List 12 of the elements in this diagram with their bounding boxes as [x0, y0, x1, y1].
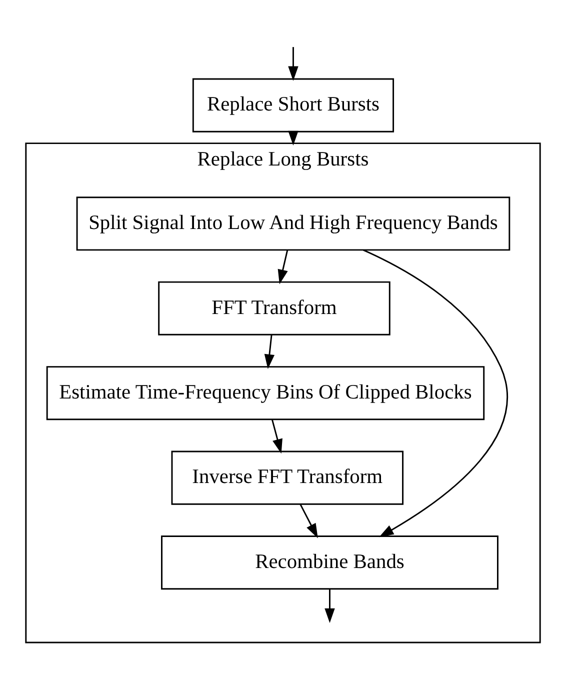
arrow	[300, 504, 318, 538]
arrow	[271, 419, 282, 454]
node-box: Estimate Time-Frequency Bins Of Clipped Blocks	[46, 366, 485, 420]
node-box: Recombine Bands	[161, 536, 498, 590]
arrow	[264, 334, 275, 369]
node-box: Inverse FFT Transform	[171, 450, 404, 505]
arrow	[278, 250, 288, 284]
arrow	[363, 249, 508, 538]
arrow	[324, 589, 335, 623]
node-box: FFT Transform	[158, 281, 390, 336]
arrow	[288, 47, 298, 81]
node-box: Split Signal Into Low And High Frequency Bands	[76, 196, 510, 251]
